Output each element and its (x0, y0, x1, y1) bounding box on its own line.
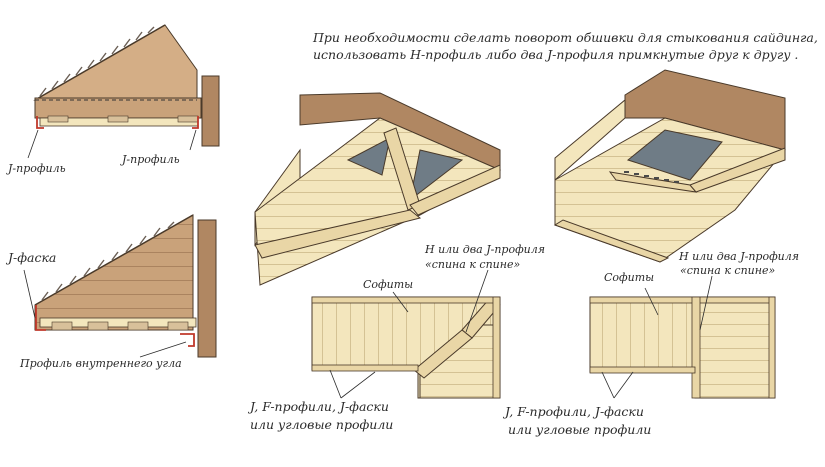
j-profile-left-label: J-профиль (8, 162, 66, 175)
inner-corner-profile-label: Профиль внутреннего угла (20, 357, 182, 370)
j-profile-right-label: J-профиль (122, 153, 180, 166)
heading-line-2: использовать H-профиль либо два J-профил… (313, 47, 799, 62)
soffit-3d-diagonal (254, 92, 502, 286)
eave-section-j-bevel (23, 214, 217, 358)
plan-left-edge-profiles-label-1: J, F-профили, J-фаски (250, 399, 389, 414)
heading-line-1: При необходимости сделать поворот обшивк… (313, 30, 818, 45)
eave-section-j-profile (27, 24, 220, 159)
plan-left-edge-profiles-label-2: или угловые профили (250, 417, 394, 432)
plan-left-h-profile-label-2: «спина к спине» (425, 258, 521, 271)
plan-right-edge-profiles-label-2: или угловые профили (508, 422, 652, 437)
plan-right-edge-profiles-label-1: J, F-профили, J-фаски (505, 404, 644, 419)
plan-left-h-profile-label-1: H или два J-профиля (425, 243, 546, 256)
plan-right-soffits-label: Софиты (604, 271, 655, 284)
plan-diagonal (311, 269, 501, 399)
plan-right-h-profile-label-2: «спина к спине» (680, 264, 776, 277)
plan-straight (589, 275, 776, 399)
j-bevel-label: J-фаска (8, 250, 57, 265)
plan-right-h-profile-label-1: H или два J-профиля (679, 250, 800, 263)
plan-left-soffits-label: Софиты (363, 278, 414, 291)
soffit-3d-straight (553, 69, 786, 263)
